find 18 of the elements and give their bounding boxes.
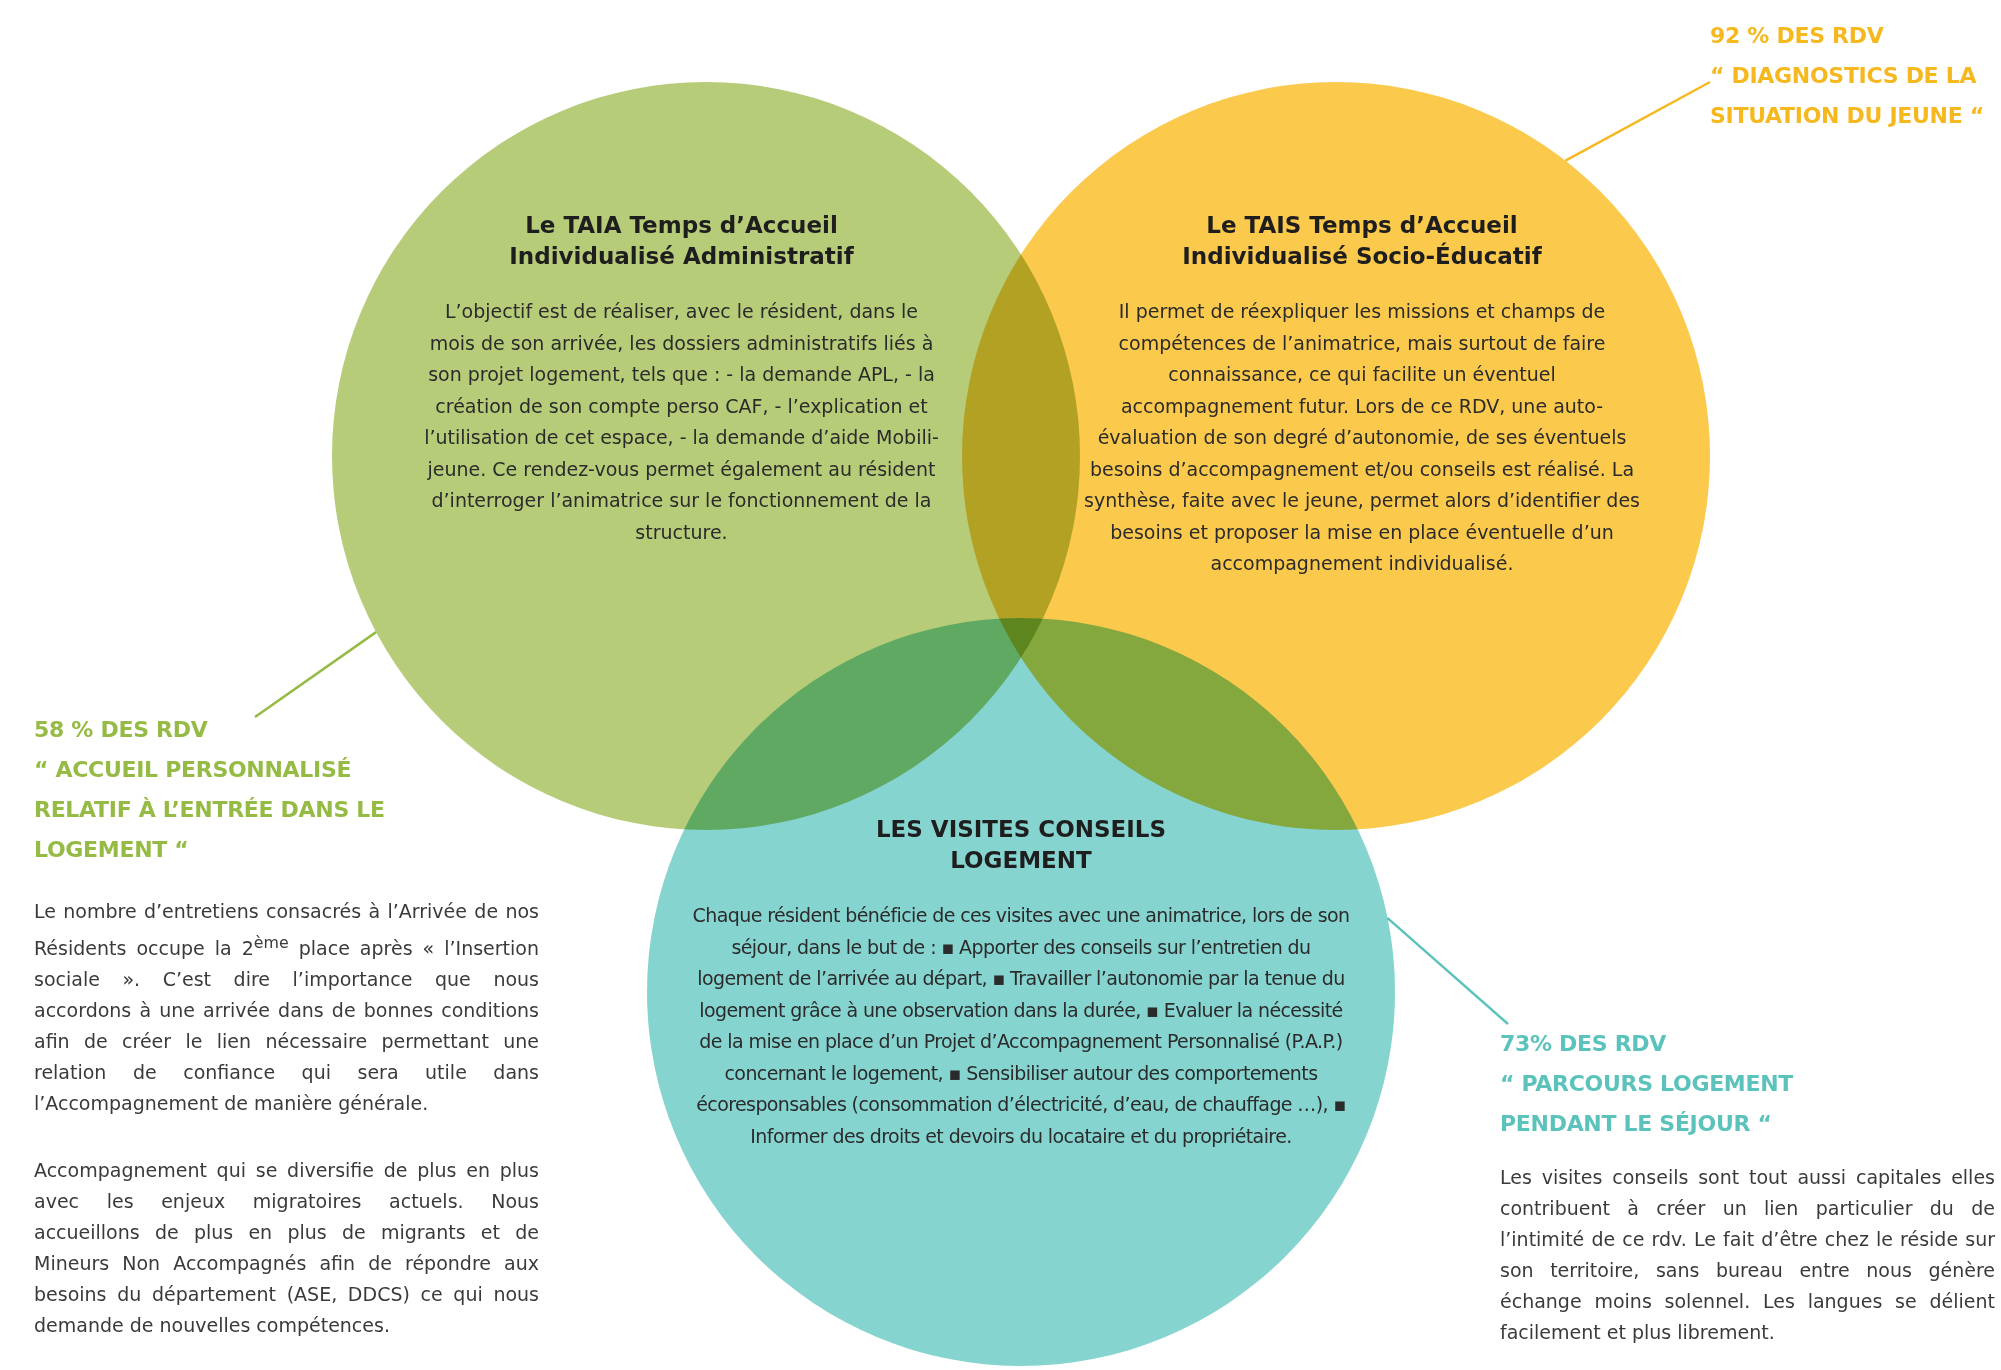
body-paragraph: Le nombre d’entretiens consacrés à l’Arrivée de nos Résidents occupe la 2$^{ème}$ place après « l’Insertion sociale ». C’est dire l’importance que nous accordons à une arrivée dans de bonnes conditions afin de créer le lien nécessaire permettant une relation de confiance qui sera utile dans l’Accompagnement de manière générale. [34,899,539,1117]
body-paragraph: Les visites conseils sont tout aussi capitales elles contribuent à créer un lien particulier du de l’intimité de ce rdv. Le fait d’être chez le réside sur son territoire, sans bureau entre nous génère échange moins solennel. Les langues se délient facilement et plus librement. [1500,1165,1995,1345]
callout-heading: 58 % DES RDV [34,716,209,744]
callout-heading: 73% DES RDV [1500,1030,1668,1058]
circle-text: Il permet de réexpliquer les missions et champs de compétences de l’animatrice, mais surtout de faire connaissance, ce qui facilite un éventuel accompagnement futur. Lors de ce RDV, une auto-évaluation de son degré d’autonomie, de ses éventuels besoins d’accompagnement et/ou conseils est réalisé. La synthèse, faite avec le jeune, permet alors d’identifier des besoins et proposer la mise en place éventuelle d’un accompagnement individualisé. [1083,299,1641,576]
callout-heading: “ ACCUEIL PERSONNALISÉ RELATIF À L’ENTRÉE DANS LE LOGEMENT “ [34,756,386,864]
circle-text: Chaque résident bénéficie de ces visites avec une animatrice, lors de son séjour, dans le but de : ▪ Apporter des conseils sur l’entretien du logement de l’arrivée au départ, ▪ Travailler l’autonomie par la tenue du logement grâce à une observation dans la durée, ▪ Evaluer la nécessité de la mise en place d’un Projet d’Accompagnement Personnalisé (P.A.P.) concernant le logement, ▪ Sensibiliser autour des comportements écoresponsables (consommation d’électricité, d’eau, de chauffage …), ▪ Informer des droits et devoirs du locataire et du propriétaire. [691,903,1351,1149]
callout-heading: “ DIAGNOSTICS DE LA SITUATION DU JEUNE “ [1710,62,1985,130]
leader-line [254,631,377,719]
callout-heading: “ PARCOURS LOGEMENT PENDANT LE SÉJOUR “ [1500,1070,1794,1138]
leader-line [1564,80,1711,162]
circle-heading: Le TAIA Temps d’Accueil Individualisé Administratif [508,211,855,271]
circle-text: L’objectif est de réaliser, avec le résident, dans le mois de son arrivée, les dossiers administratifs liés à son projet logement, tels que : - la demande APL, - la création de son compte perso CAF, - l’explication et l’utilisation de cet espace, - la demande d’aide Mobili-jeune. Ce rendez-vous permet également au résident d’interroger l’animatrice sur le fonctionnement de la structure. [424,299,939,545]
callout-heading: 92 % DES RDV [1710,22,1885,50]
body-paragraph: Accompagnement qui se diversifie de plus en plus avec les enjeux migratoires actuels. Nous accueillons de plus en plus de migrants et de Mineurs Non Accompagnés afin de répondre aux besoins du département (ASE, DDCS) ce qui nous demande de nouvelles compétences. [34,1158,539,1338]
leader-line [1386,917,1509,1025]
circle-heading: LES VISITES CONSEILS LOGEMENT [874,815,1168,875]
circle-heading: Le TAIS Temps d’Accueil Individualisé Socio-Éducatif [1181,211,1543,271]
